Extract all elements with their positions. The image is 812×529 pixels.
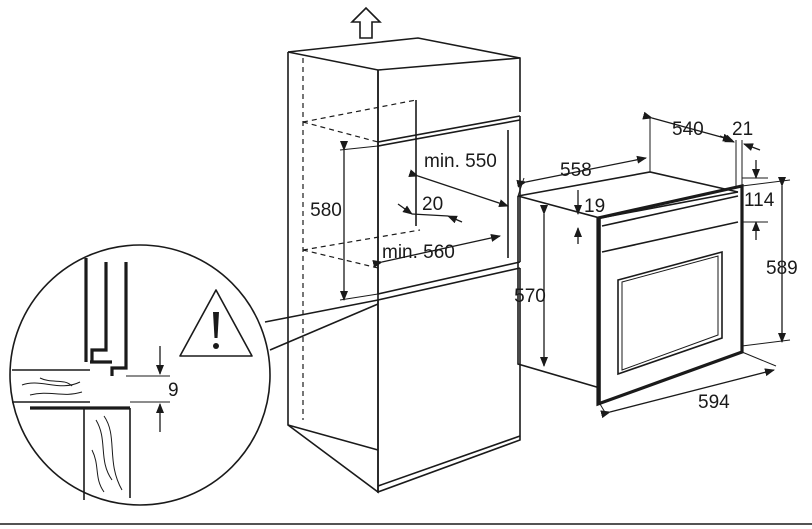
dim-580-label: 580: [310, 200, 342, 221]
dimension-min-550: min. 550: [408, 151, 509, 207]
dimension-21: 21: [719, 119, 761, 186]
detail-cross-section: 9: [12, 258, 179, 500]
dimension-580: 580: [310, 141, 379, 301]
dimension-20: 20: [397, 194, 463, 224]
dim-21-label: 21: [732, 119, 753, 140]
up-arrow-icon: [350, 6, 382, 39]
cabinet-housing: [287, 37, 521, 494]
dimension-19: 19: [574, 190, 605, 244]
dim-min560-label: min. 560: [382, 242, 455, 263]
dim-20-label: 20: [422, 194, 443, 215]
warning-triangle-icon: [179, 289, 253, 357]
dim-9-label: 9: [168, 380, 179, 401]
dim-558-label: 558: [560, 160, 592, 181]
detail-callout: [9, 244, 379, 506]
dimension-114: 114: [742, 160, 775, 240]
dim-540-label: 540: [672, 119, 704, 140]
dimension-558: 558: [516, 155, 647, 197]
dimension-589: 589: [741, 177, 798, 347]
dimension-540: 540: [642, 111, 733, 172]
dim-19-label: 19: [584, 196, 605, 217]
dim-114-label: 114: [744, 190, 775, 211]
dim-570-label: 570: [514, 286, 546, 307]
dimension-570: 570: [514, 205, 548, 367]
dim-min550-label: min. 550: [424, 151, 497, 172]
dim-589-label: 589: [766, 258, 798, 279]
dimension-min-560: min. 560: [372, 234, 501, 268]
oven-unit: [517, 171, 744, 407]
dimension-594: 594: [599, 351, 777, 419]
dim-594-label: 594: [698, 392, 730, 413]
